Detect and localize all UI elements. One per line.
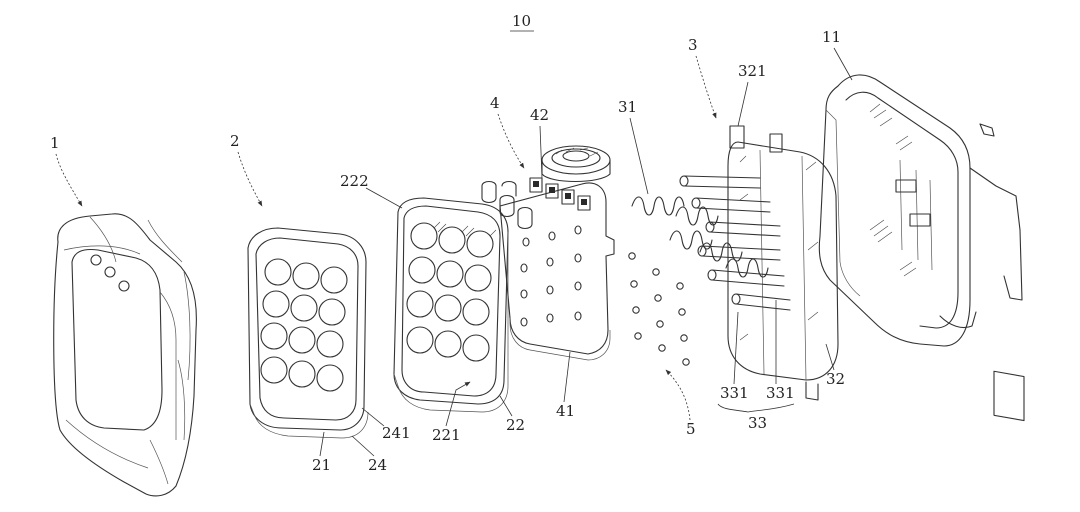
label-321: 321 xyxy=(738,62,767,80)
leader-321 xyxy=(737,81,749,127)
label-331-b: 331 xyxy=(766,384,795,402)
keypad-22-buttons xyxy=(406,222,494,362)
membrane-21-holes xyxy=(260,258,348,392)
leader-42 xyxy=(539,125,543,179)
pins-331 xyxy=(679,175,791,311)
leader-41 xyxy=(563,351,571,403)
buzzer-component xyxy=(541,145,611,182)
leader-5 xyxy=(665,369,691,421)
label-5: 5 xyxy=(686,420,696,438)
leader-3 xyxy=(695,55,717,119)
label-2: 2 xyxy=(230,132,240,150)
label-21: 21 xyxy=(312,456,331,474)
label-331-a: 331 xyxy=(720,384,749,402)
label-32: 32 xyxy=(826,370,845,388)
label-24: 24 xyxy=(368,456,387,474)
leader-22 xyxy=(499,395,513,417)
spring-holder-part-3 xyxy=(631,125,839,401)
leader-331-a xyxy=(733,311,739,385)
label-31: 31 xyxy=(618,98,637,116)
rear-housing-part-11 xyxy=(818,74,1025,422)
leader-11 xyxy=(833,47,853,81)
circuit-board-part-4 xyxy=(481,145,615,361)
brace-33 xyxy=(717,403,795,413)
keypad-frame-part-22 xyxy=(393,197,509,413)
label-42: 42 xyxy=(530,106,549,124)
leader-4 xyxy=(497,113,525,169)
label-11: 11 xyxy=(822,28,841,46)
front-cover-part xyxy=(53,213,197,497)
label-41: 41 xyxy=(556,402,575,420)
label-241: 241 xyxy=(382,424,411,442)
leader-21 xyxy=(319,431,325,457)
leader-1 xyxy=(55,153,83,207)
board-42-connectors xyxy=(529,177,591,211)
led-components xyxy=(481,180,533,230)
board-41-holes xyxy=(520,225,582,327)
clip-tab xyxy=(993,370,1025,422)
figure-number: 10 xyxy=(512,12,531,30)
leader-241 xyxy=(361,407,385,427)
label-22: 22 xyxy=(506,416,525,434)
label-4: 4 xyxy=(490,94,500,112)
leader-2 xyxy=(237,151,263,207)
label-221: 221 xyxy=(432,426,461,444)
label-3: 3 xyxy=(688,36,698,54)
latch-321 xyxy=(729,125,745,149)
leader-24 xyxy=(351,435,375,457)
leader-31 xyxy=(629,117,649,195)
springs-31 xyxy=(631,196,769,278)
membrane-part-21 xyxy=(247,227,369,439)
label-1: 1 xyxy=(50,134,60,152)
label-33: 33 xyxy=(748,414,767,432)
leader-221 xyxy=(445,381,471,427)
leader-222 xyxy=(365,187,403,209)
contact-balls-part-5 xyxy=(628,252,690,366)
label-222: 222 xyxy=(340,172,369,190)
leader-32 xyxy=(825,343,835,371)
